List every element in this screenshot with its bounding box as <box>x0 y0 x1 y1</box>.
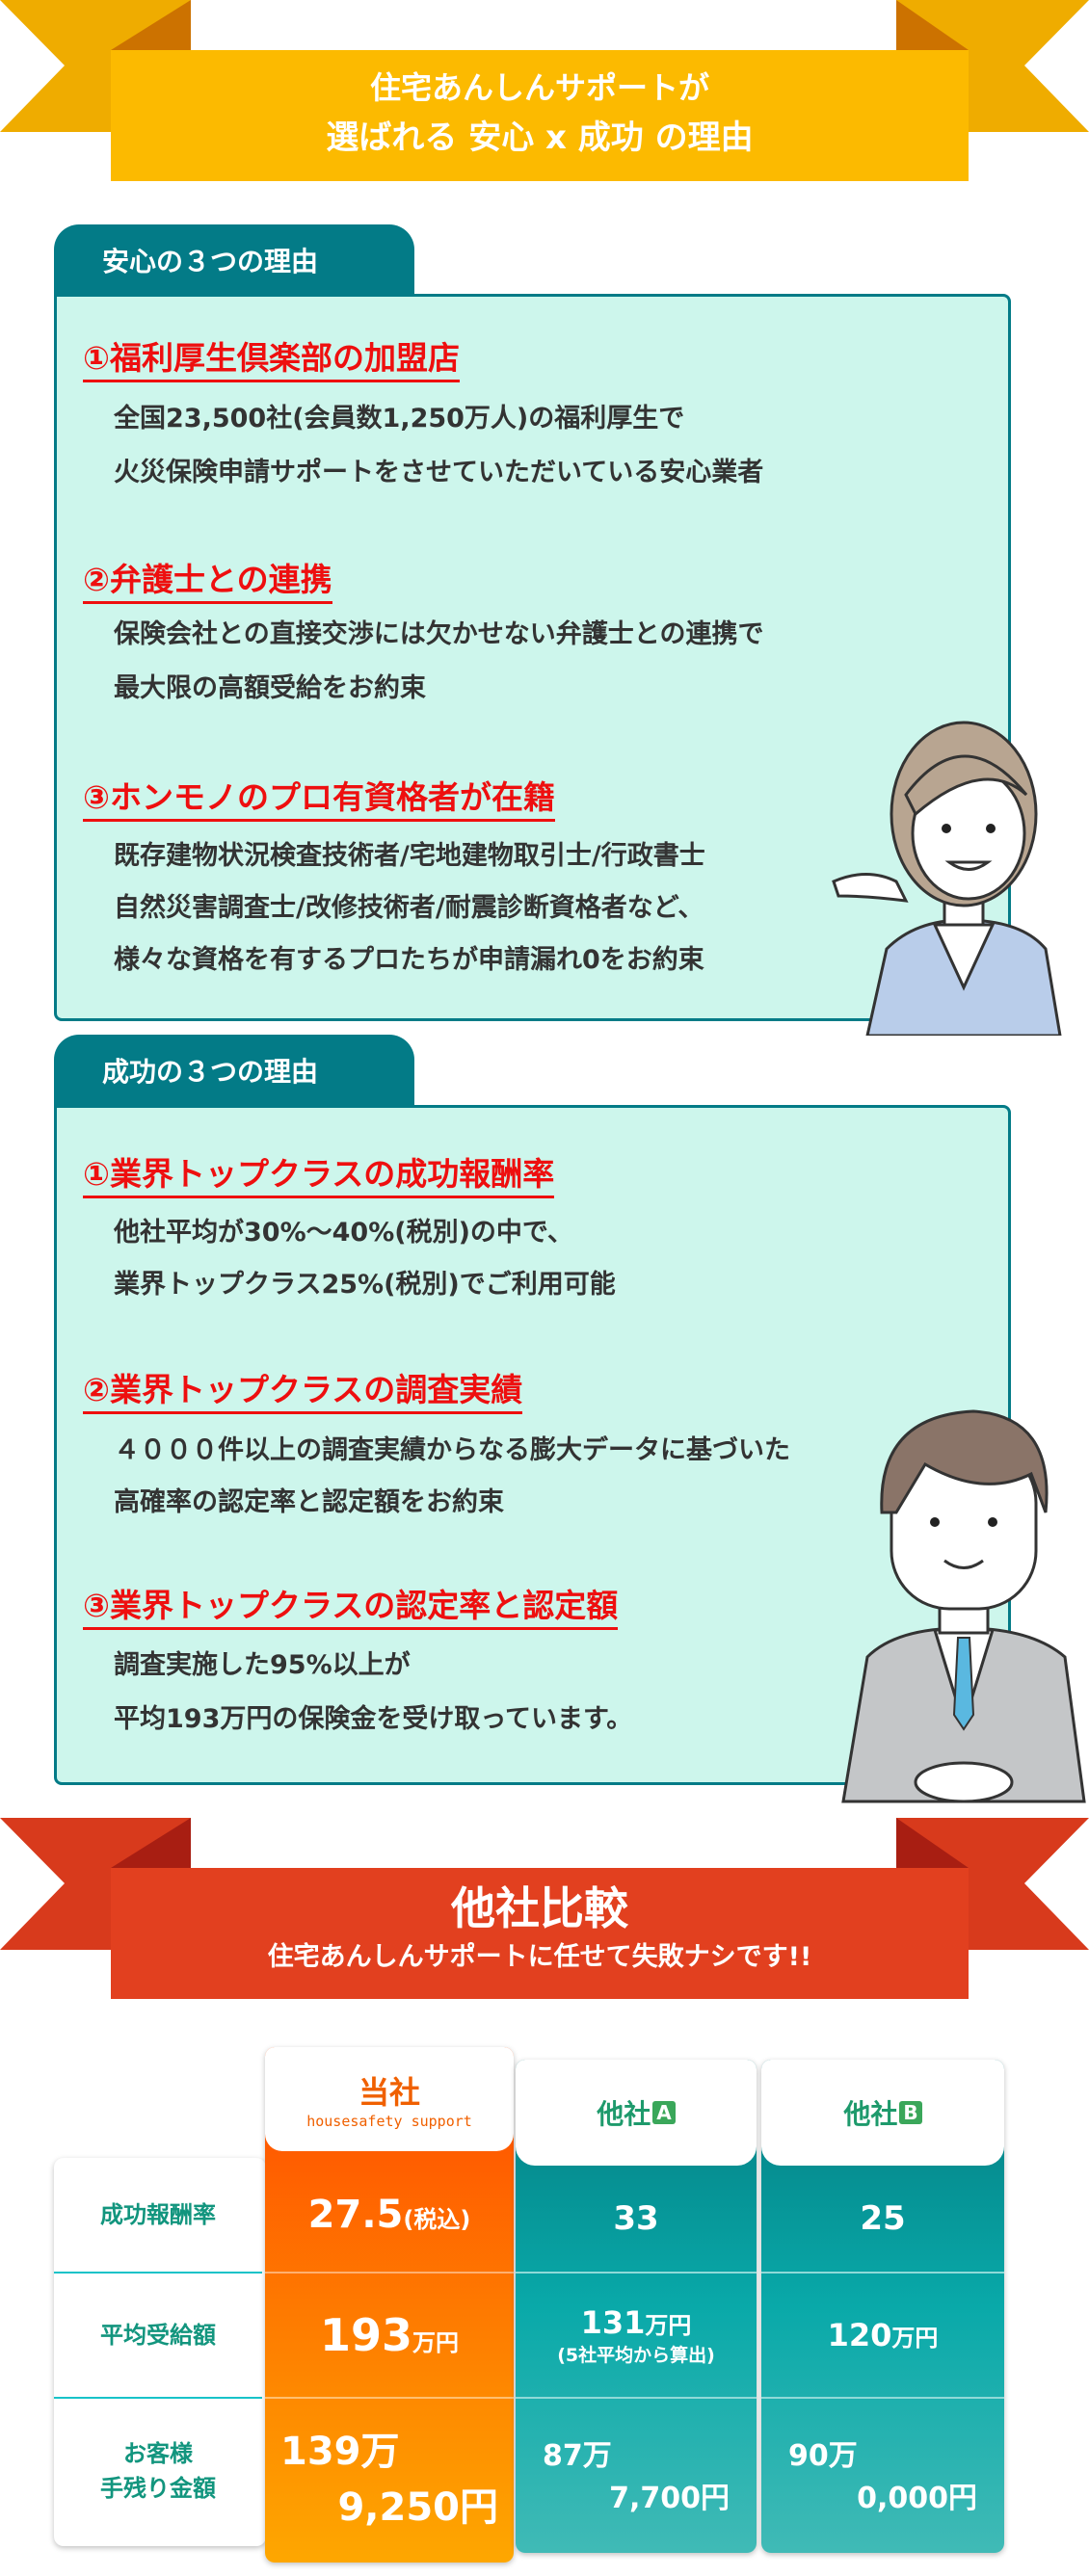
value: 131 <box>580 2303 646 2341</box>
compare-subtitle: 住宅あんしんサポートに任せて失敗ナシです!! <box>267 1942 812 1972</box>
woman-illustration-icon <box>832 721 1062 1036</box>
value: 0,000円 <box>857 2481 977 2515</box>
value: 193 <box>319 2309 413 2361</box>
seikou-heading-2: ②業界トップクラスの調査実績 <box>83 1369 523 1414</box>
value: 9,250円 <box>337 2485 498 2530</box>
anshin-text: 全国23,500社(会員数1,250万人)の福利厚生で <box>114 404 685 434</box>
ours-column: 当社 housesafety support <box>265 2047 514 2563</box>
seikou-text: 業界トップクラス25%(税別)でご利用可能 <box>114 1270 616 1300</box>
b-avg: 120万円 <box>761 2274 1004 2399</box>
top-ribbon <box>0 0 1089 181</box>
value: 33 <box>613 2199 659 2238</box>
seikou-text: 平均193万円の保険金を受け取っています。 <box>114 1704 633 1734</box>
ours-name: 当社 <box>358 2074 420 2111</box>
a-rate: 33 <box>516 2166 757 2274</box>
unit: 万円 <box>891 2325 939 2352</box>
anshin-tab: 安心の３つの理由 <box>54 224 414 296</box>
unit: 万円 <box>645 2311 692 2339</box>
seikou-tab: 成功の３つの理由 <box>54 1035 414 1106</box>
row-label-avg: 平均受給額 <box>54 2274 262 2399</box>
seikou-heading-1: ①業界トップクラスの成功報酬率 <box>83 1153 555 1198</box>
value: 87万 <box>543 2438 612 2473</box>
a-avg: 131万円 (5社平均から算出) <box>516 2274 757 2399</box>
badge-a: A <box>652 2101 676 2124</box>
value: 90万 <box>788 2438 858 2473</box>
anshin-heading-2: ②弁護士との連携 <box>83 559 332 604</box>
anshin-heading-3: ③ホンモノのプロ有資格者が在籍 <box>83 776 555 822</box>
value: 120 <box>827 2317 892 2353</box>
banner-line-1: 住宅あんしんサポートが <box>369 69 709 106</box>
ours-rate: 27.5(税込) <box>265 2158 514 2274</box>
note: (税込) <box>403 2206 471 2233</box>
seikou-box <box>54 1105 1011 1785</box>
label-text: お客様 <box>123 2440 193 2467</box>
compare-banner: 他社比較 住宅あんしんサポートに任せて失敗ナシです!! <box>111 1879 969 1977</box>
anshin-text: 最大限の高額受給をお約束 <box>114 673 426 703</box>
label-text: 成功報酬率 <box>100 2201 216 2228</box>
b-rate: 25 <box>761 2166 1004 2274</box>
badge-b: B <box>899 2101 922 2124</box>
value: 139万 <box>280 2430 400 2474</box>
seikou-text: ４０００件以上の調査実績からなる膨大データに基づいた <box>114 1435 790 1465</box>
anshin-text: 様々な資格を有するプロたちが申請漏れ0をお約束 <box>114 945 704 975</box>
ours-subname: housesafety support <box>306 2113 472 2130</box>
row-label-rate: 成功報酬率 <box>54 2158 262 2274</box>
note: (5社平均から算出) <box>557 2344 715 2366</box>
a-remain: 87万 7,700円 <box>516 2399 757 2548</box>
row-label-remain: お客様手残り金額 <box>54 2399 262 2543</box>
seikou-text: 他社平均が30%〜40%(税別)の中で、 <box>114 1218 573 1248</box>
anshin-text: 自然災害調査士/改修技術者/耐震診断資格者など、 <box>114 893 704 923</box>
anshin-heading-1: ①福利厚生倶楽部の加盟店 <box>83 337 460 382</box>
ours-avg: 193万円 <box>265 2274 514 2399</box>
ours-remain: 139万 9,250円 <box>265 2399 514 2553</box>
seikou-heading-3: ③業界トップクラスの認定率と認定額 <box>83 1585 619 1630</box>
row-label-column <box>54 2158 266 2546</box>
man-illustration-icon <box>841 1409 1086 1803</box>
anshin-box <box>54 294 1011 1021</box>
seikou-text: 高確率の認定率と認定額をお約束 <box>114 1487 504 1517</box>
company-b-name: 他社 <box>843 2098 898 2130</box>
anshin-text: 火災保険申請サポートをさせていただいている安心業者 <box>114 458 764 487</box>
compare-title: 他社比較 <box>451 1882 628 1934</box>
value: 7,700円 <box>609 2481 730 2515</box>
compare-ribbon <box>0 1818 1089 1999</box>
anshin-text: 保険会社との直接交渉には欠かせない弁護士との連携で <box>114 619 764 649</box>
unit: 万円 <box>412 2329 460 2356</box>
b-remain: 90万 0,000円 <box>761 2399 1004 2548</box>
anshin-text: 既存建物状況検査技術者/宅地建物取引士/行政書士 <box>114 841 705 871</box>
value: 25 <box>860 2199 906 2238</box>
value: 27.5 <box>307 2193 404 2237</box>
ours-header: 当社 housesafety support <box>265 2047 514 2151</box>
company-a-name: 他社 <box>597 2098 651 2130</box>
label-text: 手残り金額 <box>100 2475 216 2502</box>
top-banner-title: 住宅あんしんサポートが 選ばれる 安心 x 成功 の理由 <box>111 64 969 164</box>
label-text: 平均受給額 <box>100 2322 216 2349</box>
seikou-text: 調査実施した95%以上が <box>114 1650 411 1680</box>
banner-line-2: 選ばれる 安心 x 成功 の理由 <box>326 118 754 157</box>
